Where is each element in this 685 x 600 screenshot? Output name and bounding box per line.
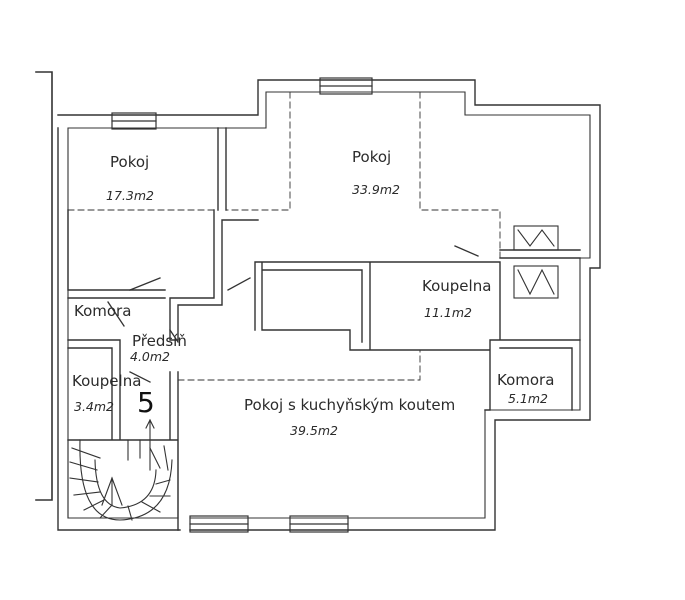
room-name-koupelna-2: Koupelna — [72, 372, 142, 390]
windows — [111, 77, 373, 533]
room-area-koupelna-2: 3.4m2 — [74, 399, 115, 414]
doors — [107, 245, 479, 383]
unit-number: 5 — [137, 386, 155, 419]
room-name-pokoj-1: Pokoj — [110, 153, 150, 171]
room-name-komora-1: Komora — [74, 302, 132, 320]
room-name-koupelna-1: Koupelna — [422, 277, 492, 295]
room-name-pokoj-kuchyn: Pokoj s kuchyňským koutem — [244, 396, 456, 414]
room-area-pokoj-1: 17.3m2 — [106, 188, 154, 203]
room-area-koupelna-1: 11.1m2 — [424, 305, 472, 320]
room-name-predsin: Předsíň — [132, 332, 187, 350]
room-name-komora-2: Komora — [497, 371, 555, 389]
dashed-lines — [67, 91, 501, 381]
outer-wall — [57, 79, 601, 531]
room-area-pokoj-kuchyn: 39.5m2 — [290, 423, 338, 438]
shaft-boxes — [513, 225, 559, 299]
staircase — [67, 418, 179, 521]
room-area-pokoj-2: 33.9m2 — [352, 182, 400, 197]
room-area-predsin: 4.0m2 — [130, 349, 171, 364]
exterior-wall-left — [35, 71, 53, 501]
room-area-komora-2: 5.1m2 — [508, 391, 549, 406]
room-name-pokoj-2: Pokoj — [352, 148, 392, 166]
